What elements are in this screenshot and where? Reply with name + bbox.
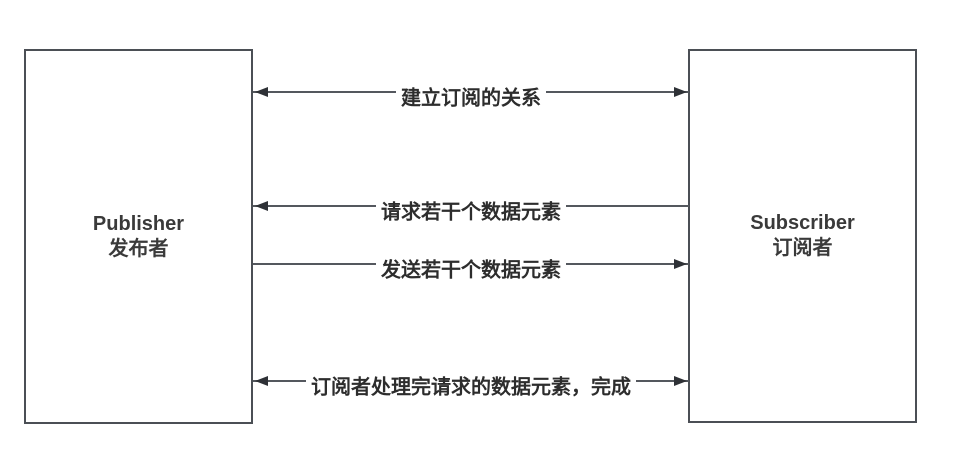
arrowhead-left-icon bbox=[255, 87, 268, 97]
message-label: 发送若干个数据元素 bbox=[376, 253, 566, 283]
arrowhead-right-icon bbox=[674, 376, 687, 386]
subscriber-subtitle: 订阅者 bbox=[772, 237, 833, 259]
arrowhead-right-icon bbox=[674, 87, 687, 97]
publisher-box: Publisher 发布者 bbox=[24, 49, 253, 424]
arrowhead-left-icon bbox=[255, 376, 268, 386]
message-label: 请求若干个数据元素 bbox=[376, 195, 566, 225]
arrowhead-left-icon bbox=[255, 201, 268, 211]
subscriber-title: Subscriber bbox=[750, 212, 855, 234]
arrowhead-right-icon bbox=[674, 259, 687, 269]
publisher-subtitle: 发布者 bbox=[108, 237, 169, 260]
subscriber-box: Subscriber 订阅者 bbox=[688, 49, 917, 423]
message-label: 建立订阅的关系 bbox=[396, 81, 546, 111]
publisher-title: Publisher bbox=[92, 212, 185, 235]
message-label: 订阅者处理完请求的数据元素，完成 bbox=[306, 370, 636, 400]
